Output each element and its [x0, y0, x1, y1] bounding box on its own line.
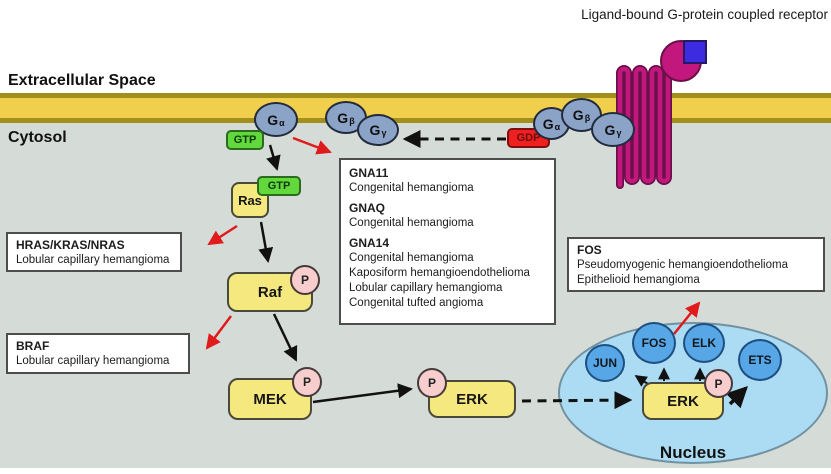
g-gamma-label: G [604, 121, 616, 138]
note-hras-line: Lobular capillary hemangioma [16, 254, 170, 266]
g-beta-label: G [572, 107, 584, 123]
note-hras-title: HRAS/KRAS/NRAS [16, 238, 125, 252]
note-gna11-entry: GNA11 Congenital hemangioma [349, 166, 546, 196]
note-gna14-line: Congenital hemangioma [349, 252, 474, 264]
g-beta-subscript: β [349, 115, 355, 126]
note-gna14-line: Kaposiform hemangioendothelioma [349, 267, 530, 279]
nucleus-label: Nucleus [659, 443, 727, 462]
g-alpha-label: G [542, 115, 554, 132]
ras-box: Ras [231, 182, 269, 218]
diagram-title: Ligand-bound G-protein coupled receptor [581, 7, 828, 22]
tf-elk: ELK [683, 323, 725, 363]
g-gamma-label: G [369, 122, 381, 138]
cell-membrane [0, 93, 831, 123]
phosphate-badge-erk: P [417, 368, 447, 398]
note-gna: GNA11 Congenital hemangioma GNAQ Congeni… [339, 158, 556, 325]
mek-box: MEK [228, 378, 312, 420]
note-gna11-line: Congenital hemangioma [349, 182, 474, 194]
note-gnaq-title: GNAQ [349, 201, 385, 215]
note-gnaq-line: Congenital hemangioma [349, 217, 474, 229]
note-gna14-line: Lobular capillary hemangioma [349, 282, 503, 294]
note-gna11-title: GNA11 [349, 166, 389, 180]
tf-ets: ETS [738, 339, 782, 381]
note-fos-line: Epithelioid hemangioma [577, 274, 700, 286]
gtp-badge-ras: GTP [257, 176, 301, 196]
phosphate-badge-erk-nucleus: P [704, 369, 733, 398]
note-gna14-title: GNA14 [349, 236, 390, 250]
tf-jun: JUN [585, 344, 625, 382]
note-braf: BRAF Lobular capillary hemangioma [6, 333, 190, 374]
note-fos-line: Pseudomyogenic hemangioendothelioma [577, 259, 788, 271]
cytosol-label: Cytosol [8, 129, 67, 146]
note-braf-title: BRAF [16, 339, 50, 353]
g-beta-subscript: β [584, 113, 591, 123]
note-gna14-entry: GNA14 Congenital hemangioma Kaposiform h… [349, 236, 546, 311]
phosphate-badge-raf: P [290, 265, 320, 295]
note-gnaq-entry: GNAQ Congenital hemangioma [349, 201, 546, 231]
note-fos: FOS Pseudomyogenic hemangioendothelioma … [567, 237, 825, 292]
note-gna14-line: Congenital tufted angioma [349, 297, 484, 309]
note-hras: HRAS/KRAS/NRAS Lobular capillary hemangi… [6, 232, 182, 272]
note-braf-line: Lobular capillary hemangioma [16, 355, 170, 367]
phosphate-badge-mek: P [292, 367, 322, 397]
gtp-badge-galpha: GTP [226, 130, 264, 150]
g-alpha-subscript: α [279, 117, 285, 128]
g-alpha-label: G [267, 111, 279, 128]
ligand-binding-pocket [660, 40, 702, 82]
g-gamma-subscript: γ [616, 127, 622, 138]
ligand-icon [683, 40, 707, 64]
tf-fos: FOS [632, 322, 676, 364]
extracellular-label: Extracellular Space [8, 72, 156, 89]
g-beta-label: G [337, 109, 349, 126]
g-gamma-subscript: γ [381, 128, 387, 138]
note-fos-title: FOS [577, 243, 602, 257]
g-alpha-subscript: α [554, 121, 561, 132]
